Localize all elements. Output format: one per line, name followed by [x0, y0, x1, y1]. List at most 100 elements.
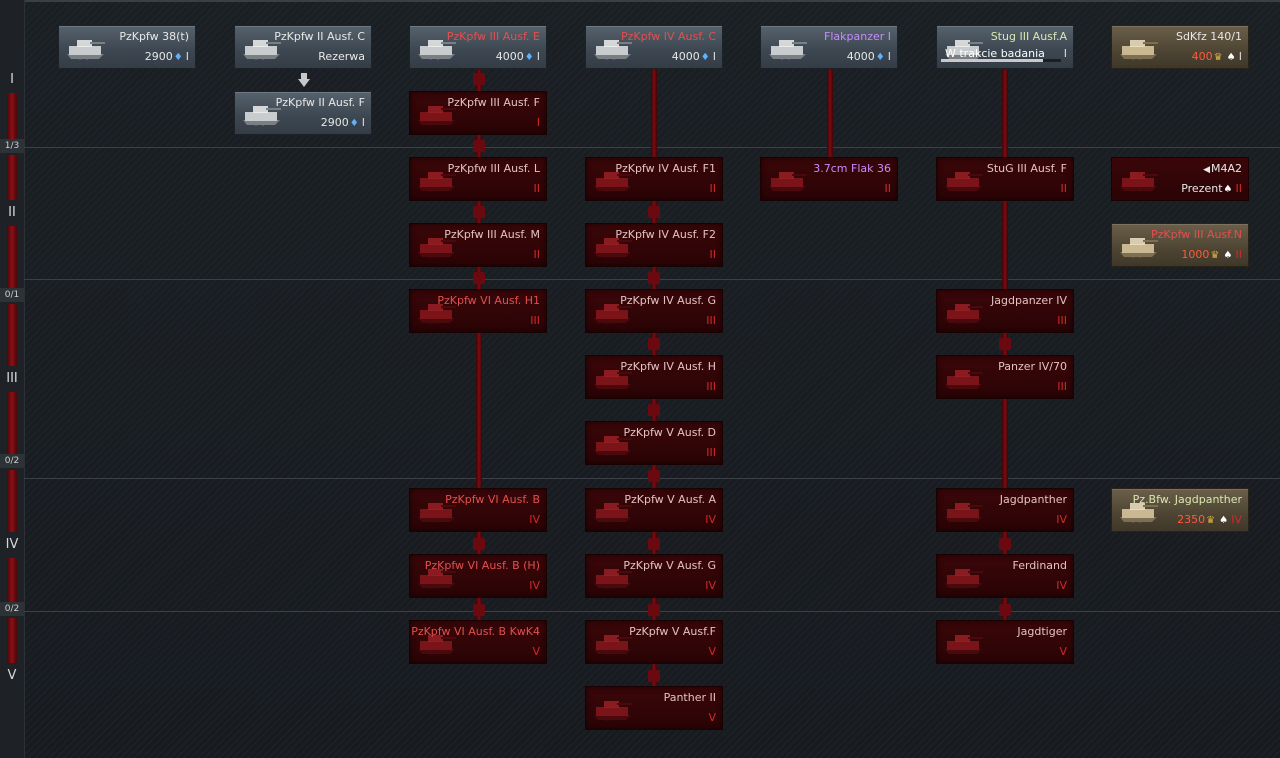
connector-cap — [999, 338, 1011, 350]
vehicle-rank: V — [532, 645, 540, 658]
vehicle-name: PzKpfw III Ausf.N — [1151, 228, 1242, 241]
vehicle-name: PzKpfw III Ausf. M — [444, 228, 540, 241]
tank-icon — [590, 32, 634, 64]
tank-icon — [941, 296, 985, 328]
vehicle-card-pzkpfw3m[interactable]: PzKpfw III Ausf. M II — [409, 223, 547, 267]
vehicle-name: Jagdpanther — [1000, 493, 1067, 506]
vehicle-name-text: Jagdpanther — [999, 493, 1067, 506]
vehicle-cost: 4000 — [495, 50, 524, 63]
vehicle-card-pzkpfw5a[interactable]: PzKpfw V Ausf. A IV — [585, 488, 723, 532]
tank-icon — [1116, 230, 1160, 262]
vehicle-name-text: SdKfz 140/1 — [1175, 30, 1242, 43]
vehicle-info: 2900♦I — [321, 116, 365, 129]
connector-cap — [999, 538, 1011, 550]
connector-cap — [648, 604, 660, 616]
vehicle-rank: I — [712, 50, 716, 63]
vehicle-name-text: PzKpfw V Ausf. G — [623, 559, 716, 572]
vehicle-card-pzkpfw6bh[interactable]: PzKpfw VI Ausf. B (H)IV — [409, 554, 547, 598]
rank-progress-bar — [7, 93, 17, 139]
vehicle-card-stug3f[interactable]: StuG III Ausf. F II — [936, 157, 1074, 201]
vehicle-rank: III — [706, 446, 716, 459]
vehicle-rank: V — [708, 645, 716, 658]
connector-cap — [648, 338, 660, 350]
vehicle-name-text: Stug III Ausf.A — [990, 30, 1067, 43]
arrow-down-icon — [298, 79, 310, 87]
rank-label-1: I — [10, 72, 14, 87]
vehicle-rank: II — [709, 248, 717, 261]
vehicle-name: PzKpfw II Ausf. C — [274, 30, 365, 43]
vehicle-info: I — [534, 116, 540, 129]
vehicle-info: 4000♦I — [847, 50, 891, 63]
vehicle-name-text: StuG III Ausf. F — [986, 162, 1067, 175]
vehicle-name: Stug III Ausf.A — [991, 30, 1067, 43]
vehicle-name: SdKfz 140/1 — [1176, 30, 1242, 43]
tank-icon — [414, 164, 458, 196]
vehicle-name-text: 3.7cm Flak 36 — [813, 162, 891, 175]
vehicle-name: Jagdpanzer IV — [991, 294, 1067, 307]
vehicle-info: II — [1058, 182, 1068, 195]
vehicle-rank: II — [533, 248, 541, 261]
vehicle-cost: 400 — [1191, 50, 1213, 63]
vehicle-rank: IV — [705, 579, 716, 592]
vehicle-card-pzkpfw4f2[interactable]: PzKpfw IV Ausf. F2 II — [585, 223, 723, 267]
research-point-icon: ♦ — [700, 52, 710, 63]
vehicle-info: I — [1061, 47, 1067, 60]
tank-icon — [590, 693, 634, 725]
tree-connector — [1002, 398, 1008, 488]
tank-icon — [590, 428, 634, 460]
connector-cap — [999, 604, 1011, 616]
connector-cap — [473, 140, 485, 152]
vehicle-rank: I — [1238, 50, 1242, 63]
rank-progress-bar — [7, 304, 17, 366]
vehicle-info: II — [707, 182, 717, 195]
vehicle-name-text: PzKpfw V Ausf. A — [624, 493, 716, 506]
vehicle-rank: I — [361, 116, 365, 129]
vehicle-info: Prezent♠II — [1181, 182, 1242, 195]
tank-icon — [590, 362, 634, 394]
vehicle-name-text: PzKpfw III Ausf. M — [444, 228, 540, 241]
vehicle-name: PzKpfw III Ausf. E — [447, 30, 540, 43]
vehicle-rank: I — [887, 50, 891, 63]
vehicle-rank: III — [530, 314, 540, 327]
vehicle-name: Ferdinand — [1012, 559, 1067, 572]
vehicle-info: IV — [702, 513, 716, 526]
vehicle-info: III — [527, 314, 540, 327]
vehicle-name: PzKpfw IV Ausf. F2 — [615, 228, 716, 241]
tank-icon — [941, 561, 985, 593]
vehicle-card-pzkpfw38t[interactable]: PzKpfw 38(t)2900♦I — [58, 25, 196, 69]
vehicle-name-text: PzKpfw III Ausf.N — [1150, 228, 1242, 241]
vehicle-name-text: PzKpfw IV Ausf. G — [620, 294, 716, 307]
vehicle-card-pzkpfw5g[interactable]: PzKpfw V Ausf. G IV — [585, 554, 723, 598]
vehicle-name-text: PzKpfw VI Ausf. B KwK4 — [411, 625, 540, 638]
vehicle-name: Jagdtiger — [1017, 625, 1067, 638]
tank-icon — [414, 230, 458, 262]
tree-connector — [651, 70, 657, 158]
